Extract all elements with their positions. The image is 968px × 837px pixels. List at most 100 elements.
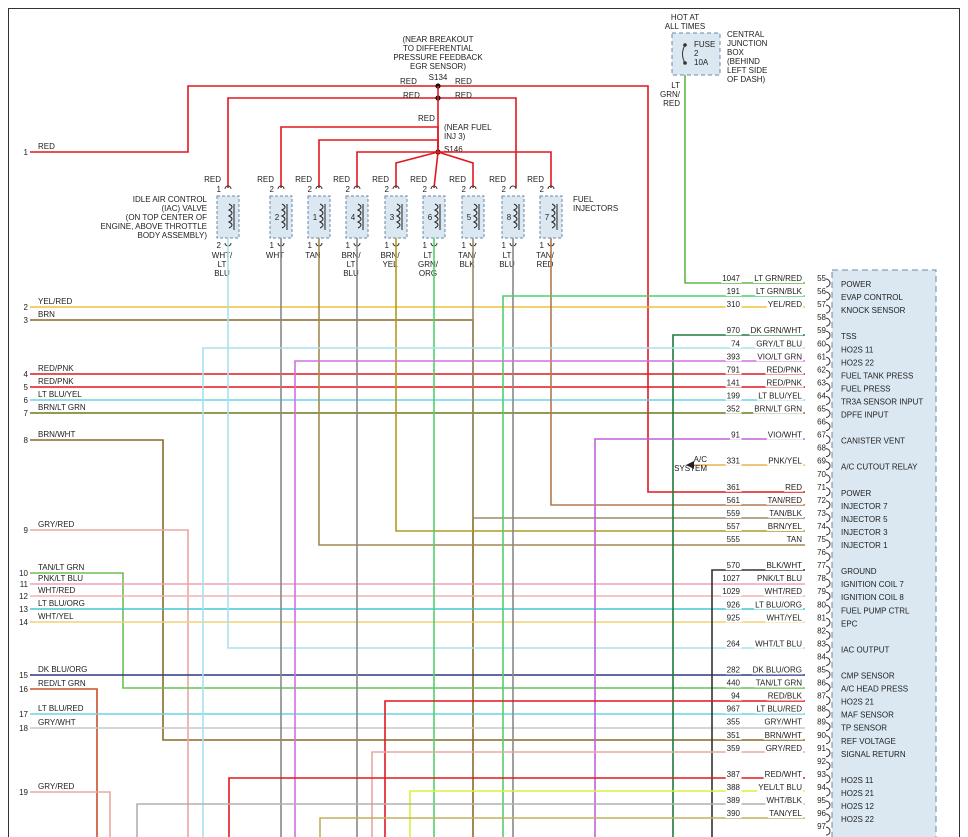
circuit-number: 555: [727, 535, 741, 544]
label-background: [767, 456, 804, 466]
label-background: [768, 508, 804, 518]
connector-pin-97: 97: [817, 822, 831, 836]
circuit-color: TAN: [787, 535, 803, 544]
pin-number: 68: [817, 444, 826, 453]
left-wire-number: 14: [19, 618, 28, 627]
fuel-injectors-label: INJECTORS: [573, 204, 618, 213]
injector-number: 7: [545, 213, 550, 222]
fuse-label: 2: [694, 49, 699, 58]
circuit-color: YEL/LT BLU: [758, 783, 802, 792]
wire-evap-control: [502, 295, 805, 837]
junction-box: [671, 32, 721, 76]
circuit-number: 310: [727, 300, 741, 309]
pin-number: 93: [817, 770, 826, 779]
component-body: [422, 195, 446, 239]
pin-socket-icon: [825, 291, 831, 301]
connector-pin-icon: [509, 185, 517, 190]
left-wire-number: 17: [19, 710, 28, 719]
connector-pin-66: 66: [817, 418, 831, 432]
pin-socket-icon: [825, 722, 831, 732]
left-wire-number: 9: [24, 526, 29, 535]
component-top-pin: 2: [308, 185, 313, 194]
circuit-number: 390: [727, 809, 741, 818]
left-wire-color: LT BLU/YEL: [38, 390, 82, 399]
connector-pin-76: 76: [817, 548, 831, 562]
component-bottom-wire-color: GRN/: [418, 260, 439, 269]
injector-number: 8: [507, 213, 512, 222]
pin-function: TR3A SENSOR INPUT: [841, 397, 923, 406]
circuit-number: 1047: [722, 274, 740, 283]
pin-socket-icon: [825, 330, 831, 340]
label-background: [725, 639, 742, 649]
pin-number: 95: [817, 796, 826, 805]
connector-pin-icon: [224, 185, 232, 190]
pin-socket-icon: [825, 696, 831, 706]
left-wire-color: YEL/RED: [38, 297, 72, 306]
circuit-color: WHT/BLK: [766, 796, 802, 805]
pin-socket-icon: [825, 735, 831, 745]
label-background: [725, 730, 742, 740]
connector-pin-icon: [430, 185, 438, 190]
component-body: [461, 195, 485, 239]
pin-function: IGNITION COIL 7: [841, 580, 904, 589]
left-wire-number: 6: [24, 396, 29, 405]
iac-valve-label: ENGINE, ABOVE THROTTLE: [100, 222, 207, 231]
circuit-color: RED/PNK: [766, 378, 802, 387]
left-wire-number: 11: [20, 580, 29, 589]
circuit-color: DK GRN/WHT: [750, 326, 802, 335]
circuit-color: TAN/YEL: [769, 809, 802, 818]
pin-socket-icon: [825, 487, 831, 497]
pin-function: FUEL PUMP CTRL: [841, 606, 910, 615]
pin-function: HO2S 11: [841, 776, 874, 785]
injector-number: 1: [313, 213, 318, 222]
label-background: [785, 535, 804, 544]
pin-number: 88: [817, 705, 826, 714]
pin-function: INJECTOR 7: [841, 502, 888, 511]
label-background: [725, 613, 742, 623]
circuit-color: WHT/LT BLU: [755, 639, 802, 648]
pin-socket-icon: [825, 670, 831, 679]
splice-s134-note: (NEAR BREAKOUT: [402, 35, 473, 44]
pin-socket-icon: [825, 500, 831, 510]
pin-function: HO2S 22: [841, 815, 874, 824]
connector-pin-icon: [353, 185, 361, 190]
left-wire-number: 4: [24, 370, 29, 379]
component-top-wire-color: RED: [204, 175, 221, 184]
component-bottom-wire-color: BRN/: [341, 251, 361, 260]
coil-icon: [227, 203, 233, 229]
circuit-color: BRN/WHT: [765, 731, 802, 740]
pin-socket-icon: [825, 643, 831, 653]
pin-socket-icon: [825, 683, 831, 693]
connector-pin-69: 69A/C CUTOUT RELAY: [817, 457, 918, 472]
component-body: [269, 195, 293, 239]
label-background: [784, 482, 804, 492]
label-background: [756, 352, 804, 362]
pin-number: 82: [817, 626, 826, 635]
pin-number: 65: [817, 405, 826, 414]
label-background: [754, 639, 804, 649]
pin-function: TSS: [841, 332, 857, 341]
label-background: [765, 561, 804, 571]
coil-icon: [356, 203, 362, 229]
pin-number: 61: [817, 352, 826, 361]
label-background: [730, 430, 742, 440]
component-bottom-wire-color: BLU: [214, 269, 230, 278]
wire-inj7: [550, 238, 805, 506]
junction-box-label: JUNCTION: [727, 39, 768, 48]
fuel-injectors-label: FUEL: [573, 195, 594, 204]
label-background: [765, 796, 804, 805]
pin-socket-icon: [825, 578, 831, 588]
left-wire-color: TAN/LT GRN: [38, 563, 84, 572]
pin-function: IAC OUTPUT: [841, 645, 890, 654]
circuit-number: 970: [727, 326, 741, 335]
circuit-color: RED/PNK: [766, 365, 802, 374]
